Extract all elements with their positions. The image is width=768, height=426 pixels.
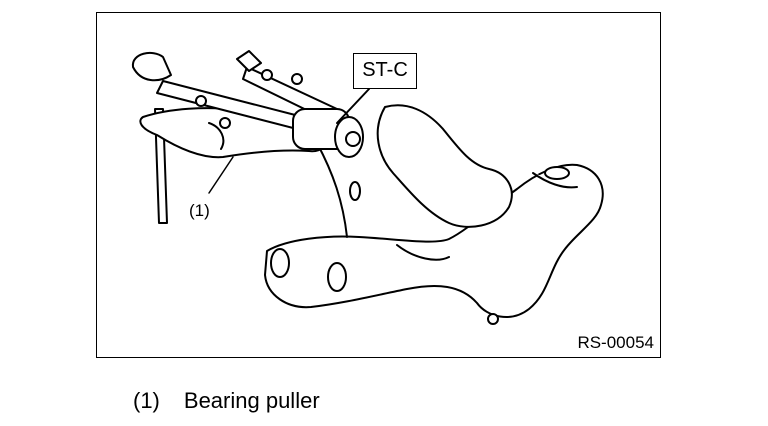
part-number-label: (1) xyxy=(189,201,210,220)
legend: (1) Bearing puller xyxy=(133,388,320,414)
legend-number: (1) xyxy=(133,388,160,413)
legend-text: Bearing puller xyxy=(183,388,320,413)
part-leader xyxy=(208,156,234,194)
figure-code: RS-00054 xyxy=(577,333,654,352)
diagram-frame: ST-C (1) RS-00054 xyxy=(96,12,661,358)
bearing-puller-drawing xyxy=(131,50,604,325)
callout-leader xyxy=(336,88,370,124)
knuckle-housing xyxy=(264,104,604,325)
st-c-callout: ST-C xyxy=(353,53,417,89)
puller-body xyxy=(139,50,364,159)
puller-handle xyxy=(131,51,172,224)
